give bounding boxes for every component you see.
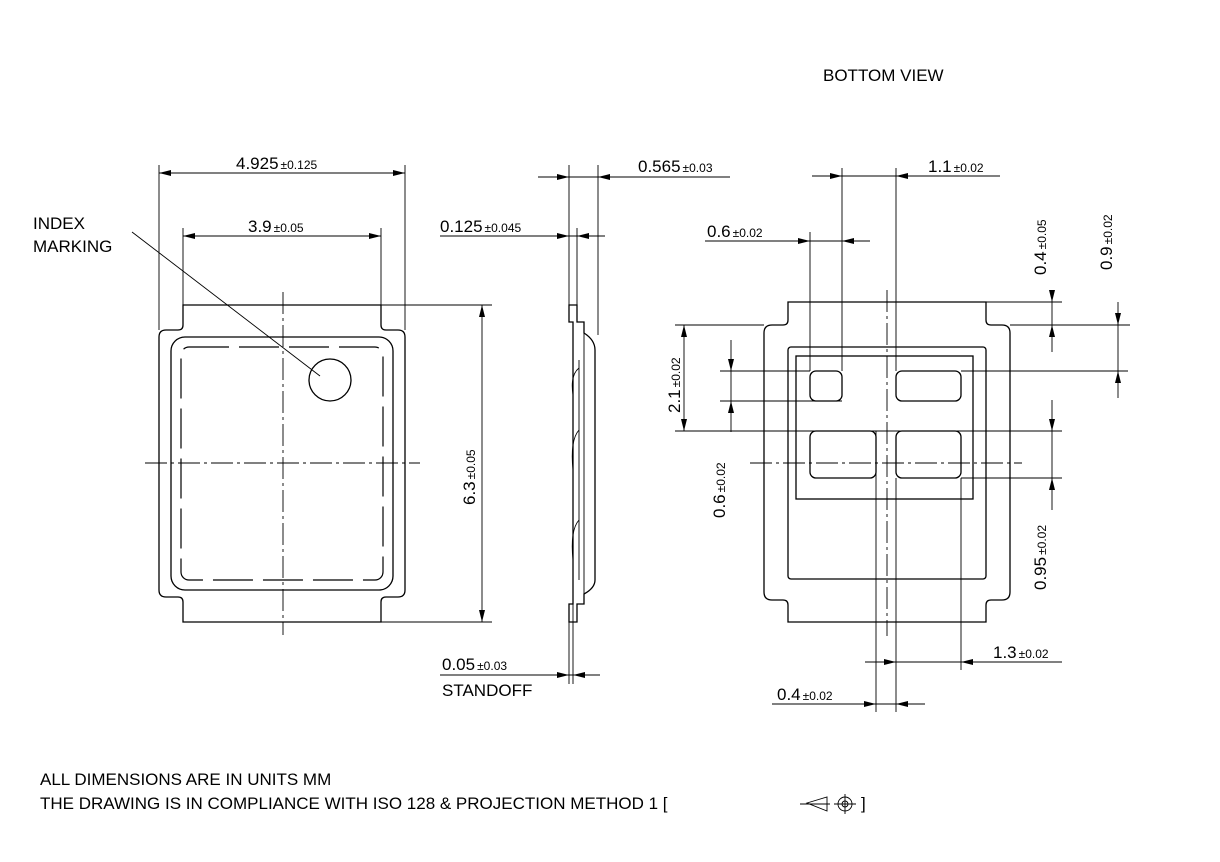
note-compliance: THE DRAWING IS IN COMPLIANCE WITH ISO 12… bbox=[40, 794, 668, 813]
bottom-view: BOTTOM VIEW bbox=[665, 66, 1130, 712]
index-marking-leader bbox=[131, 231, 321, 377]
bottom-view-outline bbox=[763, 301, 1011, 623]
top-view-outline bbox=[158, 304, 406, 623]
dim-width-body: 3.9±0.05 bbox=[248, 217, 304, 236]
dim-height-body: 6.3±0.05 bbox=[460, 449, 479, 505]
dim-width-overall: 4.925±0.125 bbox=[236, 154, 317, 173]
dim-pad-pitch-21: 2.1±0.02 bbox=[665, 357, 684, 413]
pad-gate bbox=[809, 370, 843, 402]
side-view: 0.565±0.03 0.125±0.045 0.05±0.03 STANDOF… bbox=[440, 157, 730, 700]
dim-pad-095: 0.95±0.02 bbox=[1031, 525, 1050, 590]
pad-top-right bbox=[895, 370, 962, 402]
pad-bottom-right bbox=[895, 430, 962, 479]
top-view-inner-outline bbox=[170, 336, 394, 591]
top-view-inner-dashed bbox=[180, 346, 384, 581]
thermal-pad-frame bbox=[795, 355, 974, 500]
index-marking-label-line1: INDEX bbox=[33, 214, 85, 233]
dim-pad-offset-04v: 0.4±0.05 bbox=[1031, 219, 1050, 275]
dim-pad-gap-top: 1.1±0.02 bbox=[928, 157, 984, 176]
dim-pad-13: 1.3±0.02 bbox=[993, 643, 1049, 662]
side-view-outline bbox=[568, 304, 596, 623]
top-view: INDEX MARKING 4.925±0.125 3.9±0.05 6.3±0… bbox=[33, 154, 492, 635]
dim-pad-small-h: 0.6±0.02 bbox=[710, 462, 729, 518]
dim-pad-04h: 0.4±0.02 bbox=[777, 685, 833, 704]
note-units: ALL DIMENSIONS ARE IN UNITS MM bbox=[40, 770, 331, 789]
pad-bottom-left bbox=[809, 430, 877, 479]
note-compliance-close: ] bbox=[861, 794, 866, 813]
index-marking-circle bbox=[308, 358, 352, 402]
dim-lead-thickness: 0.125±0.045 bbox=[440, 217, 521, 236]
projection-symbol-icon bbox=[800, 794, 856, 814]
notes: ALL DIMENSIONS ARE IN UNITS MM THE DRAWI… bbox=[40, 770, 866, 814]
dim-standoff: 0.05±0.03 bbox=[442, 655, 507, 674]
dim-pad-offset-09: 0.9±0.02 bbox=[1097, 214, 1116, 270]
dim-thickness: 0.565±0.03 bbox=[638, 157, 713, 176]
standoff-label: STANDOFF bbox=[442, 681, 532, 700]
dim-pad-small-w: 0.6±0.02 bbox=[707, 222, 763, 241]
bottom-view-title: BOTTOM VIEW bbox=[823, 66, 944, 85]
index-marking-label-line2: MARKING bbox=[33, 237, 112, 256]
